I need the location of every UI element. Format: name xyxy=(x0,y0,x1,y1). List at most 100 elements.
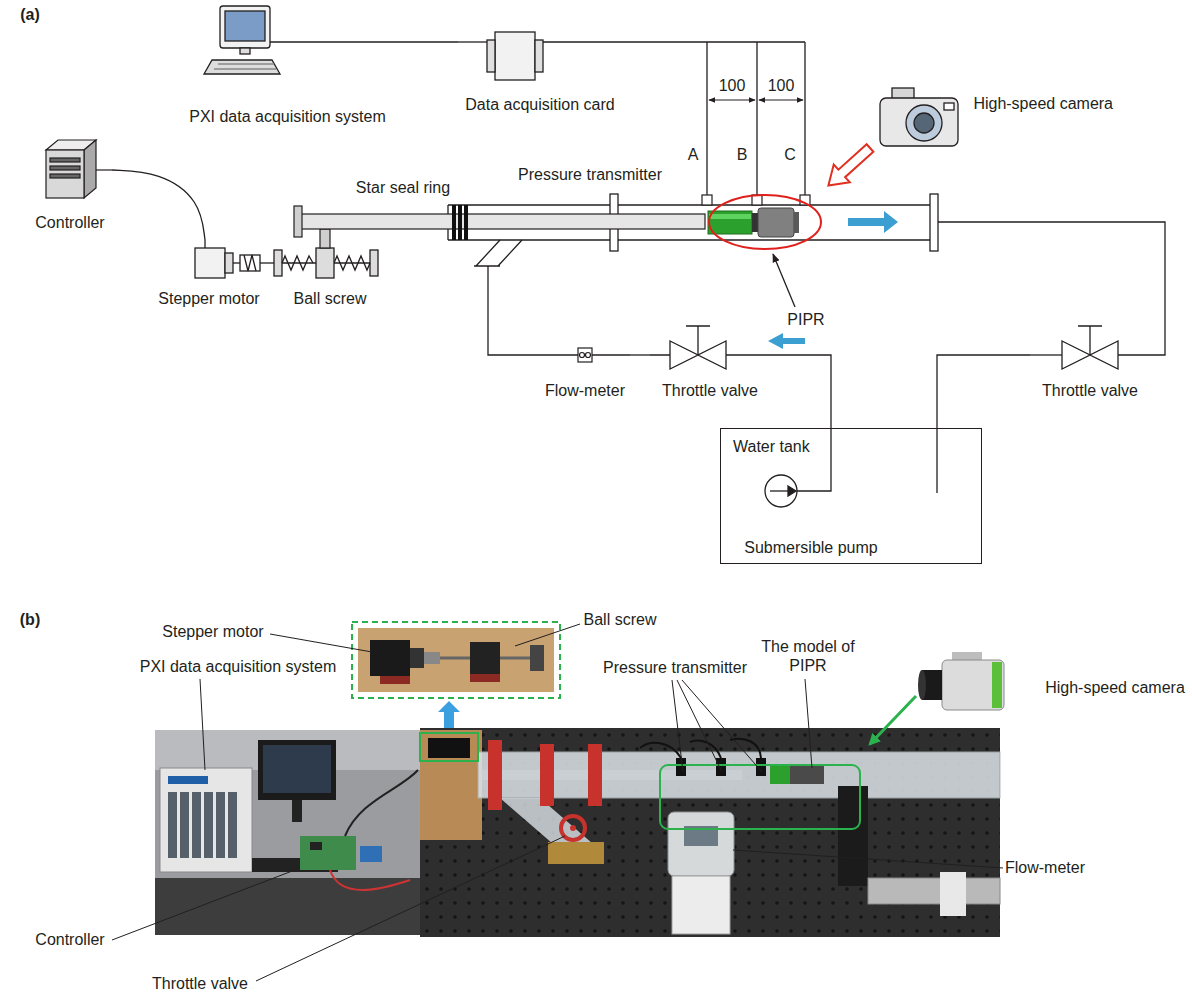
photo-test-rig xyxy=(428,738,470,758)
view-arrow xyxy=(820,139,878,194)
computer-icon xyxy=(240,48,250,54)
stepper-motor-icon xyxy=(233,262,240,263)
port-label: C xyxy=(784,145,796,164)
photo-lab-desk xyxy=(168,776,208,784)
photo-inset xyxy=(530,645,544,671)
camera-photo xyxy=(952,652,982,660)
component-label: Flow-meter xyxy=(545,381,625,400)
component-label: Stepper motor xyxy=(158,289,259,308)
leader-line xyxy=(256,836,565,981)
photo-lab-desk xyxy=(180,792,189,858)
photo-inset xyxy=(470,674,500,682)
photo-test-rig xyxy=(570,825,576,831)
photo-test-rig xyxy=(588,744,602,806)
pipe-line xyxy=(488,222,1165,493)
photo-test-rig xyxy=(868,878,1000,904)
part-label: Pressure transmitter xyxy=(518,165,662,184)
valve-symbol xyxy=(1078,326,1102,355)
controller-icon xyxy=(46,140,112,198)
photo-test-rig xyxy=(940,872,966,916)
pointer-arrow xyxy=(773,254,795,307)
ball-screw-icon xyxy=(316,248,334,278)
component-label: Water tank xyxy=(733,437,810,456)
leader-line xyxy=(112,868,300,940)
photo-inset xyxy=(380,676,410,684)
pipe-connector xyxy=(770,355,831,473)
photo-inset xyxy=(410,648,424,668)
photo-inset xyxy=(352,622,560,698)
daq-card-icon xyxy=(495,32,535,80)
stepper-motor-icon xyxy=(195,240,268,278)
pipr-model xyxy=(708,208,799,237)
transmitter-port xyxy=(702,195,712,205)
photo-label: The model of PIPR xyxy=(756,637,860,675)
controller-icon xyxy=(50,166,80,170)
pxi-system: PXI data acquisition system xyxy=(180,4,395,128)
photo-test-rig xyxy=(420,733,478,761)
photo-test-rig xyxy=(790,766,824,784)
stepper-motor-icon xyxy=(204,240,205,248)
controller-icon xyxy=(50,174,80,178)
flow-meter-icon xyxy=(580,353,585,358)
pipe-line xyxy=(797,473,831,491)
photo-lab-desk xyxy=(300,836,356,870)
computer-icon xyxy=(220,6,270,48)
photo-test-rig xyxy=(660,765,860,829)
signal-wire xyxy=(270,41,395,42)
photo-lab-desk xyxy=(360,846,382,862)
pipe-connector xyxy=(395,41,458,42)
highlight-ellipse xyxy=(709,195,821,249)
pipe-line xyxy=(938,222,1165,355)
ball-screw-icon xyxy=(370,250,378,276)
piston-rod xyxy=(294,206,705,248)
photo-test-rig xyxy=(668,812,734,876)
pump-symbol xyxy=(788,486,796,496)
daq-card-icon xyxy=(487,32,543,80)
camera-photo xyxy=(942,660,1004,710)
star-seal-ring xyxy=(452,205,468,240)
stepper-motor-icon xyxy=(225,253,233,273)
pipe-line xyxy=(936,428,937,493)
photo-inset xyxy=(370,640,410,676)
photo-lab-desk xyxy=(263,745,331,793)
dimension-line xyxy=(709,100,803,101)
photo-lab-desk xyxy=(216,792,225,858)
pipe-connector xyxy=(268,262,274,263)
daq-card-icon xyxy=(535,40,543,72)
computer-icon xyxy=(204,6,280,74)
pipe-line xyxy=(592,354,630,355)
ball-screw-icon xyxy=(334,256,370,270)
controller-icon xyxy=(84,140,96,198)
water-tank: Water tankSubmersible pump xyxy=(720,428,982,564)
pipe-line xyxy=(1030,354,1062,355)
piston-rod xyxy=(320,229,330,248)
photo-label: Pressure transmitter xyxy=(603,658,747,677)
valve-symbol xyxy=(670,326,1118,369)
pipe-connector xyxy=(112,170,205,240)
photo-inset xyxy=(352,622,560,698)
pipr-model xyxy=(794,212,799,233)
photo-test-rig xyxy=(420,730,482,840)
ball-screw: Ball screw xyxy=(274,240,386,310)
pipr-model xyxy=(752,213,758,232)
photo-lab-desk xyxy=(204,792,213,858)
piston-rod xyxy=(300,214,705,229)
star-seal-ring xyxy=(464,205,468,240)
photo-test-rig xyxy=(838,786,868,886)
camera-photo xyxy=(918,670,926,700)
stepper-motor: Stepper motor xyxy=(150,240,268,310)
ball-screw-icon xyxy=(274,248,378,278)
computer-icon xyxy=(214,64,276,69)
leader-line xyxy=(515,624,580,646)
daq-card-icon xyxy=(487,40,495,72)
camera-photo xyxy=(992,662,1002,708)
flow-meter-icon xyxy=(578,348,592,362)
photo-label: Flow-meter xyxy=(1005,858,1085,877)
star-seal-ring xyxy=(452,205,456,240)
dimension: 100 xyxy=(719,76,746,95)
pipr-model xyxy=(708,211,752,234)
